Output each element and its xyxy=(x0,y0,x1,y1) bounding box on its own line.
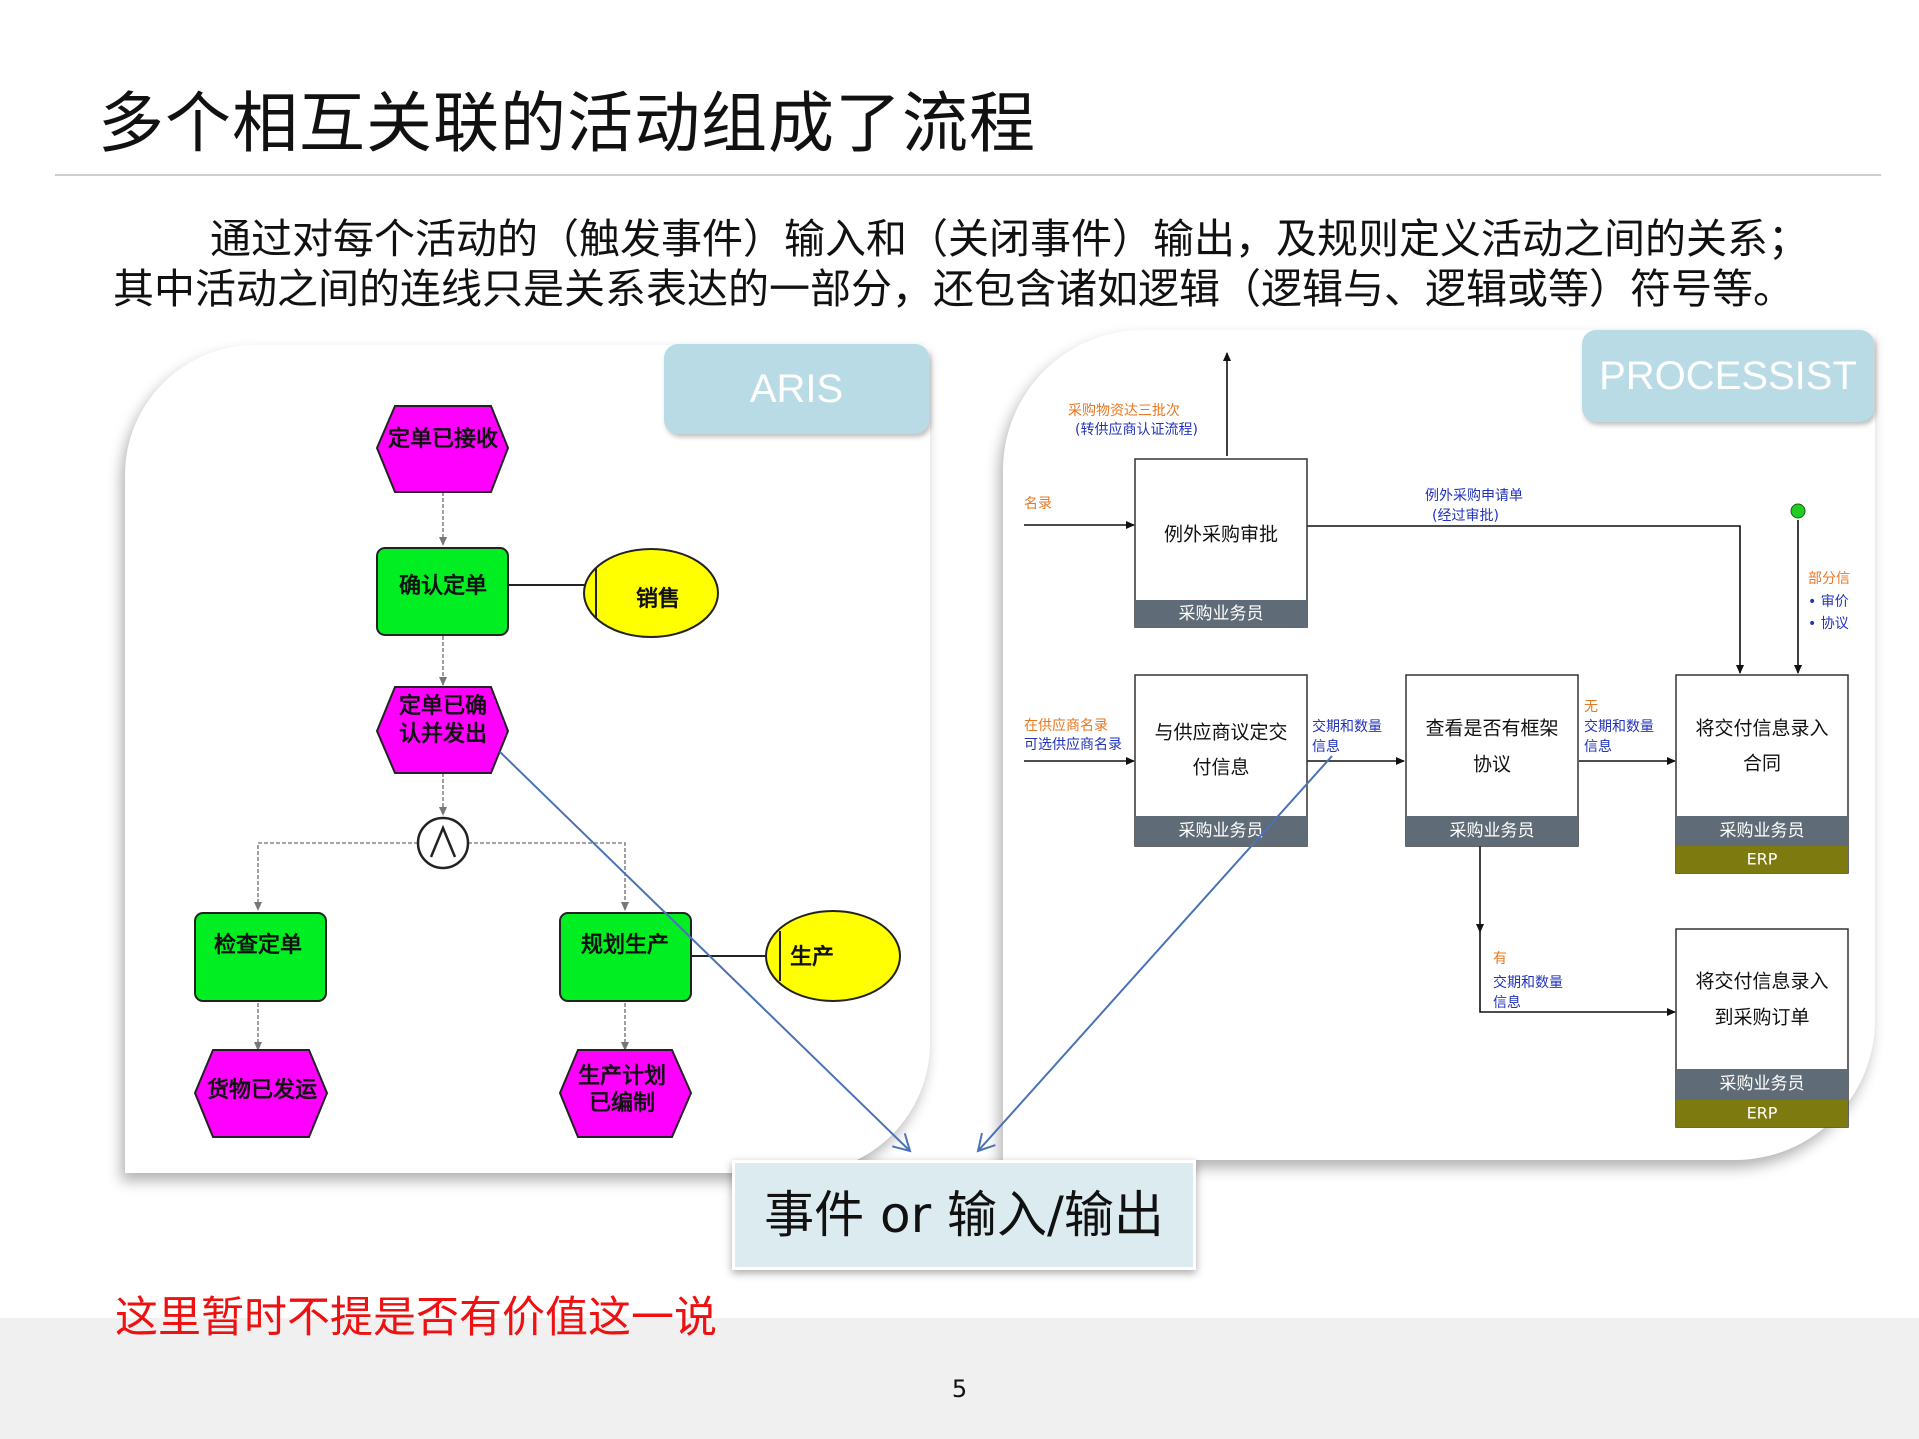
role-buyer-label: 采购业务员 xyxy=(1720,1074,1805,1094)
flow-label: • 协议 xyxy=(1808,616,1849,632)
flow-label: 在供应商名录 xyxy=(1024,717,1108,734)
flow-label: 有 xyxy=(1493,951,1507,967)
flow-label: 采购物资达三批次 xyxy=(1068,403,1180,419)
flow-label: 名录 xyxy=(1024,496,1052,512)
function-plan-production-label: 规划生产 xyxy=(581,933,669,958)
flow-label: 部分信 xyxy=(1808,571,1850,587)
event-order-received xyxy=(375,405,510,493)
activity-negotiate-label-1: 与供应商议定交 xyxy=(1154,722,1287,744)
aris-diagram: 定单已接收 定单已确 认并发出 货物已发运 生产计划 已编制 确认定单 检查定单… xyxy=(193,405,901,1138)
page-number: 5 xyxy=(951,1375,968,1403)
role-bar xyxy=(1135,600,1307,627)
activity-exception-approval-label: 例外采购审批 xyxy=(1164,524,1278,546)
system-erp-label: ERP xyxy=(1747,850,1778,869)
flow-label: 可选供应商名录 xyxy=(1024,736,1122,753)
flow-label: 交期和数量 xyxy=(1312,718,1382,735)
aris-connector xyxy=(254,842,418,911)
org-unit-sales xyxy=(583,548,719,638)
intro-line-1: 通过对每个活动的（触发事件）输入和（关闭事件）输出，及规则定义活动之间的关系； xyxy=(210,215,1809,263)
event-goods-shipped xyxy=(193,1049,329,1138)
aris-tag: ARIS xyxy=(664,344,929,434)
org-unit-production-label: 生产 xyxy=(790,945,834,970)
role-bar xyxy=(1406,816,1578,846)
role-buyer-label: 采购业务员 xyxy=(1720,821,1805,841)
event-goods-shipped-label: 货物已发运 xyxy=(207,1077,317,1103)
flow-label: (经过审批) xyxy=(1432,508,1499,524)
event-order-confirmed-label-1: 定单已确 xyxy=(399,693,487,719)
title-divider xyxy=(55,174,1881,176)
system-erp-label: ERP xyxy=(1747,1104,1778,1123)
and-operator-symbol xyxy=(429,824,457,858)
event-plan-compiled-label-1: 生产计划 xyxy=(578,1064,666,1089)
role-bar xyxy=(1676,816,1848,846)
note-text: 这里暂时不提是否有价值这一说 xyxy=(115,1293,717,1343)
callout-arrow-processist xyxy=(976,755,1333,1153)
intro-line-2: 其中活动之间的连线只是关系表达的一部分，还包含诸如逻辑（逻辑与、逻辑或等）符号等… xyxy=(113,265,1794,313)
system-bar xyxy=(1676,1100,1848,1127)
page-title: 多个相互关联的活动组成了流程 xyxy=(98,85,1036,162)
system-bar xyxy=(1676,846,1848,873)
flow-line xyxy=(1306,525,1744,674)
event-order-confirmed xyxy=(375,686,510,774)
org-unit-production xyxy=(765,910,901,1002)
role-buyer-label: 采购业务员 xyxy=(1450,821,1535,841)
activity-exception-approval xyxy=(1134,458,1308,628)
footer-bar xyxy=(0,1318,1919,1439)
activity-enter-po-label-2: 到采购订单 xyxy=(1714,1007,1809,1029)
flow-label: • 审价 xyxy=(1808,594,1849,610)
callout-box: 事件 or 输入/输出 xyxy=(732,1160,1196,1270)
function-confirm-order-label: 确认定单 xyxy=(399,573,487,599)
activity-enter-contract-label-2: 合同 xyxy=(1743,753,1781,775)
flow-line xyxy=(1479,932,1676,1016)
aris-connector xyxy=(468,842,629,911)
processist-tag: PROCESSIST xyxy=(1582,330,1874,422)
activity-check-framework-label-1: 查看是否有框架 xyxy=(1425,718,1558,740)
function-plan-production xyxy=(559,912,692,1002)
function-check-order xyxy=(194,912,327,1002)
start-node xyxy=(1790,503,1806,519)
event-plan-compiled xyxy=(558,1049,693,1138)
flow-label: 信息 xyxy=(1493,994,1521,1011)
flow-label: 交期和数量 xyxy=(1493,974,1563,991)
function-check-order-label: 检查定单 xyxy=(214,932,302,958)
flow-label: 交期和数量 xyxy=(1584,718,1654,735)
activity-negotiate-label-2: 付信息 xyxy=(1192,757,1249,779)
role-buyer-label: 采购业务员 xyxy=(1179,821,1264,841)
aris-panel xyxy=(125,345,930,1173)
flow-label: 信息 xyxy=(1312,738,1340,755)
event-order-confirmed-label-2: 认并发出 xyxy=(399,721,487,747)
function-confirm-order xyxy=(376,547,509,636)
flow-label: 无 xyxy=(1584,699,1598,715)
flow-label: (转供应商认证流程) xyxy=(1075,421,1198,438)
event-order-received-label: 定单已接收 xyxy=(388,426,498,452)
flow-label: 信息 xyxy=(1584,738,1612,755)
activity-enter-contract-label-1: 将交付信息录入 xyxy=(1695,718,1828,740)
activity-check-framework-label-2: 协议 xyxy=(1473,754,1511,776)
processist-diagram: 例外采购审批 采购业务员 与供应商议定交 付信息 采购业务员 查看是否有框架 协… xyxy=(1024,352,1850,1128)
org-unit-sales-label: 销售 xyxy=(636,586,680,612)
callout-arrow-aris xyxy=(499,751,912,1153)
activity-enter-po-label-1: 将交付信息录入 xyxy=(1695,971,1828,993)
role-bar xyxy=(1676,1069,1848,1100)
flow-label: 例外采购申请单 xyxy=(1425,488,1523,504)
role-bar xyxy=(1135,816,1307,846)
role-buyer-label: 采购业务员 xyxy=(1179,604,1264,624)
event-plan-compiled-label-2: 已编制 xyxy=(589,1090,655,1116)
